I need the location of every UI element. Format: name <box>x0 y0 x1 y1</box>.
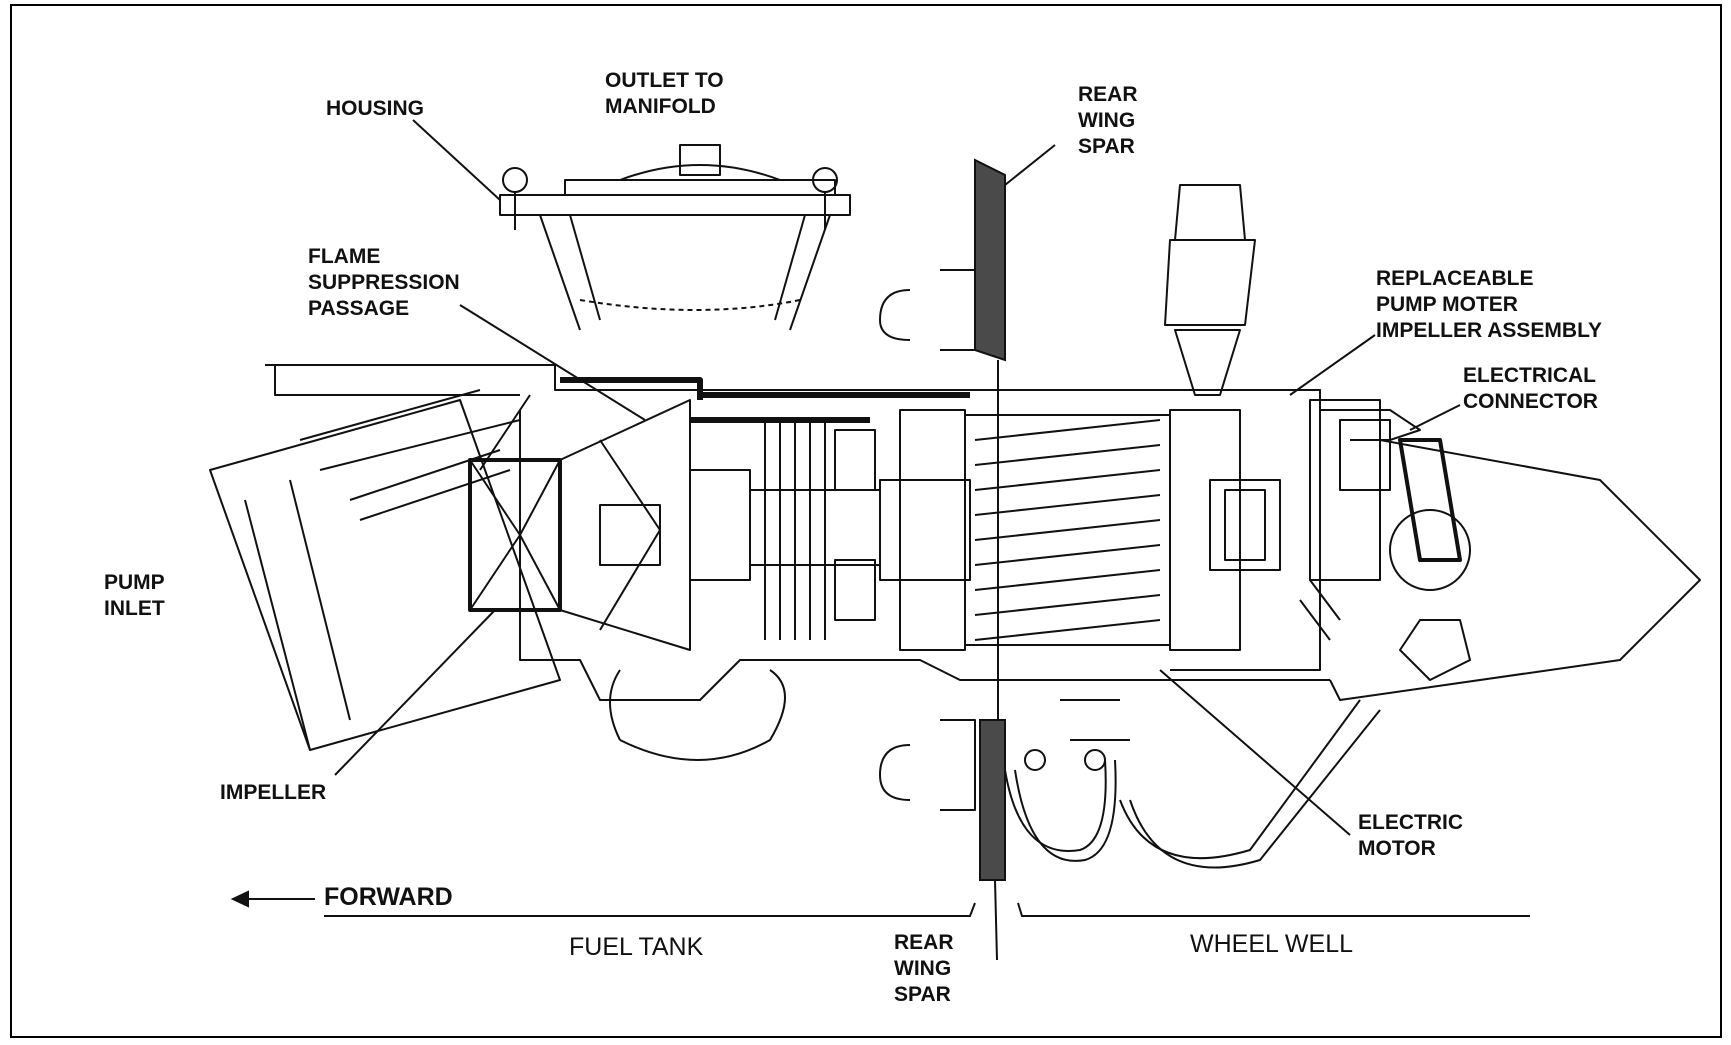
label-fuel-tank: FUEL TANK <box>569 933 704 961</box>
forward-arrow <box>230 890 315 908</box>
leader-lines <box>334 119 1461 836</box>
top-plug <box>1164 184 1256 396</box>
label-rear-wing-spar-top: REAR WING SPAR <box>1078 83 1138 158</box>
label-flame-suppression-passage: FLAME SUPPRESSION PASSAGE <box>308 245 460 320</box>
label-forward: FORWARD <box>324 883 453 911</box>
label-pump-inlet: PUMP INLET <box>104 571 165 620</box>
pump-body <box>265 364 1701 761</box>
connector-housing <box>1209 399 1471 681</box>
spar-line <box>994 360 999 961</box>
inlet-duct <box>209 389 561 751</box>
rear-wing-spar-shapes <box>974 158 1006 881</box>
label-impeller: IMPELLER <box>220 781 327 804</box>
outlet-housing <box>499 144 851 331</box>
impeller-shape <box>468 377 970 651</box>
wiring <box>1004 699 1381 869</box>
label-rear-wing-spar-bottom: REAR WING SPAR <box>894 931 954 1006</box>
label-housing: HOUSING <box>326 97 425 120</box>
label-wheel-well: WHEEL WELL <box>1190 930 1354 958</box>
label-outlet-to-manifold: OUTLET TO MANIFOLD <box>605 69 724 118</box>
label-electric-motor: ELECTRIC MOTOR <box>1358 811 1463 860</box>
rotor-fins <box>764 420 971 640</box>
diagram-frame <box>10 4 1722 1038</box>
label-replaceable-assembly: REPLACEABLE PUMP MOTER IMPELLER ASSEMBLY <box>1376 267 1602 342</box>
zone-rules <box>324 902 1530 917</box>
label-electrical-connector: ELECTRICAL CONNECTOR <box>1463 364 1598 413</box>
motor-stator <box>899 389 1321 671</box>
